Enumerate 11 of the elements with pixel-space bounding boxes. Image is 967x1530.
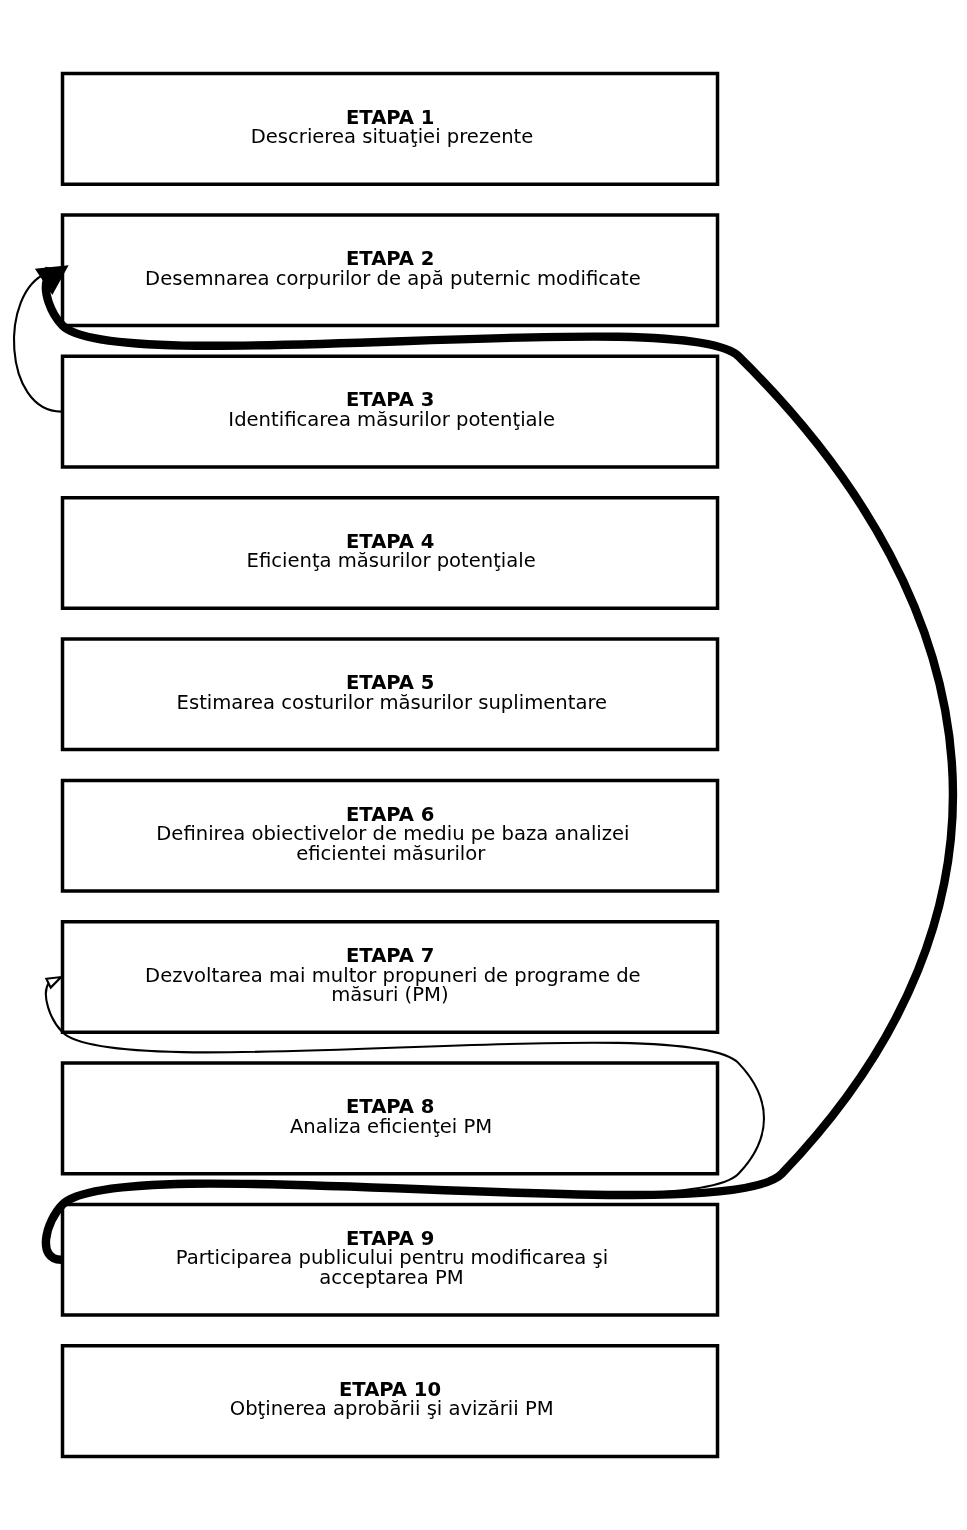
node-box: ETAPA 5 Estimarea costurilor măsurilor suplimentare bbox=[60, 637, 720, 752]
node-box: ETAPA 4 Eficienţa măsurilor potenţiale bbox=[60, 495, 720, 610]
arrow bbox=[34, 265, 956, 1263]
node-box: ETAPA 6 Definirea obiectivelor de mediu pe baza analizei eficientei măsurilor bbox=[60, 778, 720, 893]
node-box: ETAPA 2 Desemnarea corpurilor de apă puternic modificate bbox=[60, 213, 720, 328]
node-box: ETAPA 9 Participarea publicului pentru modificarea şi acceptarea PM bbox=[60, 1202, 720, 1317]
node-box: ETAPA 8 Analiza eficienţei PM bbox=[60, 1061, 720, 1176]
node-box: ETAPA 7 Dezvoltarea mai multor propuneri de programe de măsuri (PM) bbox=[60, 920, 720, 1035]
node-box: ETAPA 10 Obţinerea aprobării şi avizării PM bbox=[60, 1344, 720, 1459]
node-box: ETAPA 1 Descrierea situaţiei prezente bbox=[60, 71, 720, 186]
node-box: ETAPA 3 Identificarea măsurilor potenţiale bbox=[60, 354, 720, 469]
